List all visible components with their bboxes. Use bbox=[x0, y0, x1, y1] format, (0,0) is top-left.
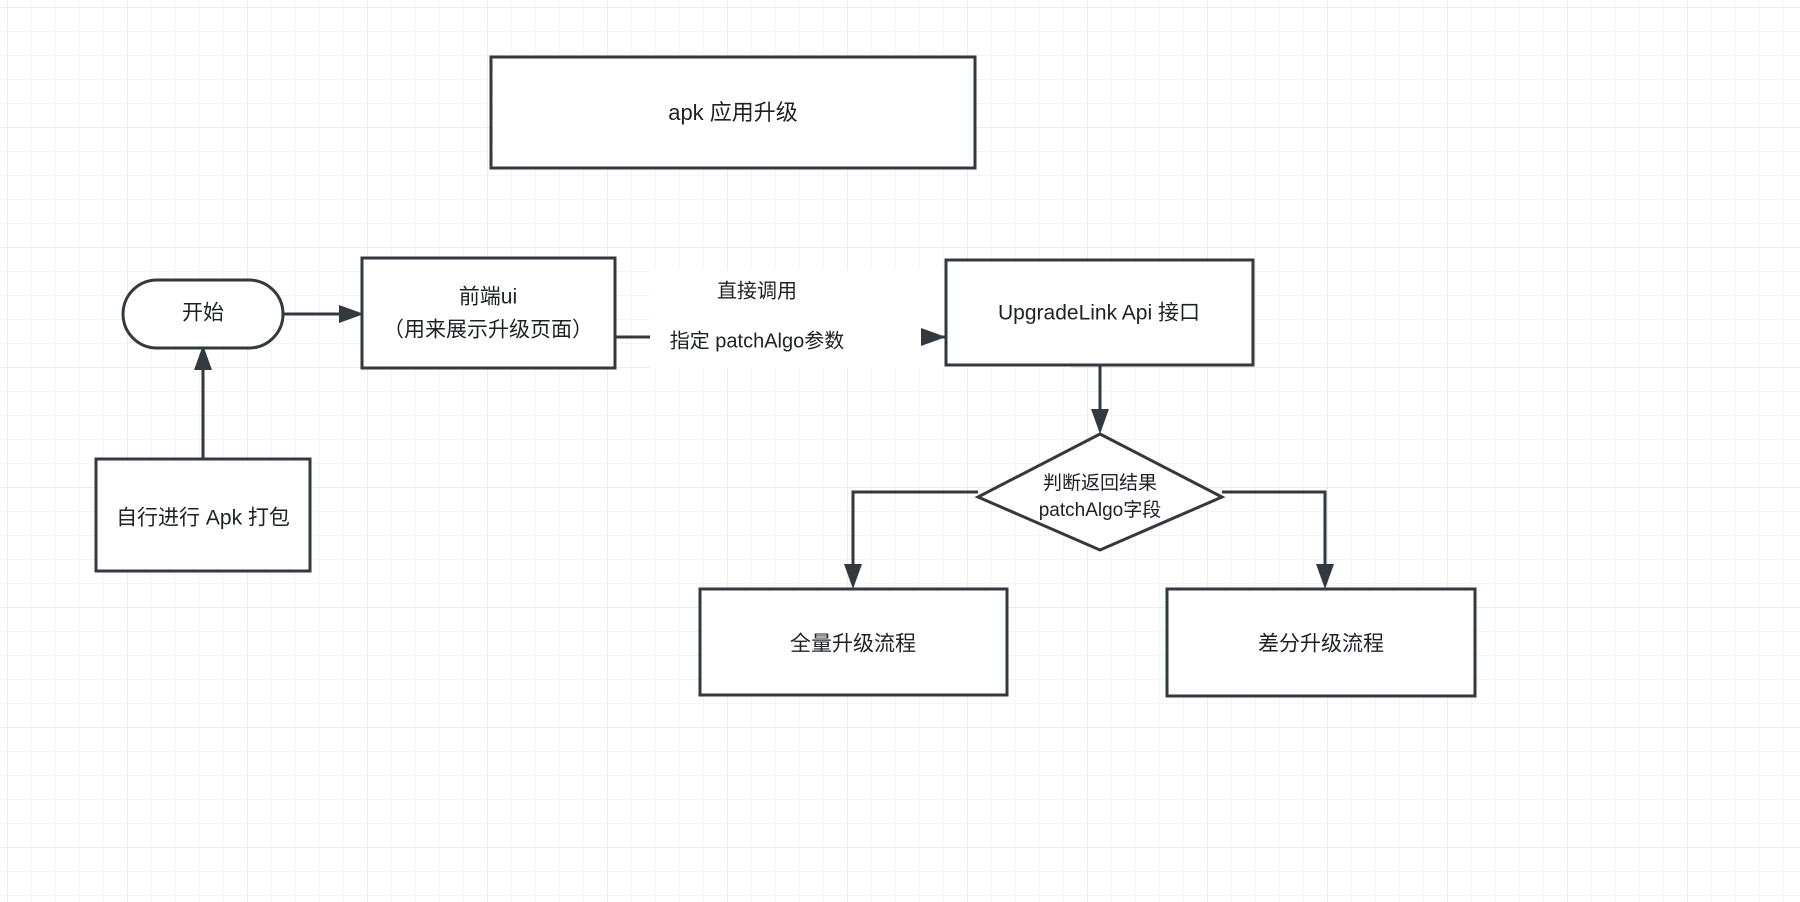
edge-apk-to-start-arrowhead bbox=[194, 345, 212, 370]
frontend-ui-rect bbox=[360, 256, 617, 370]
start-node-label: 开始 bbox=[182, 302, 224, 325]
edge-stub-arrowhead bbox=[921, 328, 946, 346]
edge-decision-to-full-line bbox=[851, 490, 978, 566]
start-node-shape bbox=[121, 278, 285, 350]
node-frontend-ui[interactable]: 前端ui （用来展示升级页面） bbox=[360, 256, 617, 370]
diff-upgrade-label: 差分升级流程 bbox=[1258, 633, 1384, 656]
edge-apk-package-to-start bbox=[194, 345, 212, 459]
edge-decision-to-diff-upgrade bbox=[1222, 490, 1334, 589]
decision-label-line2: patchAlgo字段 bbox=[1039, 499, 1162, 521]
edge-start-to-frontend bbox=[283, 305, 364, 323]
frontend-ui-label-line1: 前端ui bbox=[459, 286, 517, 309]
title-box-rect bbox=[489, 55, 977, 170]
full-upgrade-label: 全量升级流程 bbox=[790, 633, 916, 656]
edge-label-specify-patchalgo: 指定 patchAlgo参数 bbox=[670, 329, 845, 352]
node-start[interactable]: 开始 bbox=[121, 278, 285, 350]
diff-upgrade-rect bbox=[1165, 587, 1477, 698]
edge-start-to-frontend-arrowhead bbox=[339, 305, 364, 323]
edge-label-direct-call: 直接调用 bbox=[717, 279, 797, 302]
node-decision[interactable]: 判断返回结果 patchAlgo字段 bbox=[974, 432, 1226, 552]
upgrade-api-label: UpgradeLink Api 接口 bbox=[998, 302, 1200, 325]
frontend-ui-label-line2: （用来展示升级页面） bbox=[383, 319, 593, 342]
edge-decision-to-full-arrowhead bbox=[844, 564, 862, 589]
edge-decision-to-diff-arrowhead bbox=[1316, 564, 1334, 589]
node-full-upgrade[interactable]: 全量升级流程 bbox=[698, 587, 1009, 697]
edge-api-to-decision-arrowhead bbox=[1091, 409, 1109, 434]
edge-decision-to-full-upgrade bbox=[844, 490, 978, 589]
node-apk-package[interactable]: 自行进行 Apk 打包 bbox=[94, 457, 312, 573]
node-upgrade-api[interactable]: UpgradeLink Api 接口 bbox=[944, 258, 1255, 367]
title-box-label: apk 应用升级 bbox=[668, 100, 798, 125]
apk-package-label: 自行进行 Apk 打包 bbox=[116, 507, 290, 530]
edge-api-to-decision bbox=[1091, 365, 1109, 434]
decision-label-line1: 判断返回结果 bbox=[1043, 472, 1157, 494]
full-upgrade-rect bbox=[698, 587, 1009, 697]
decision-diamond-shape bbox=[974, 432, 1226, 552]
node-diff-upgrade[interactable]: 差分升级流程 bbox=[1165, 587, 1477, 698]
apk-package-rect bbox=[94, 457, 312, 573]
node-title-box[interactable]: apk 应用升级 bbox=[489, 55, 977, 170]
edge-decision-to-diff-line bbox=[1222, 490, 1327, 566]
